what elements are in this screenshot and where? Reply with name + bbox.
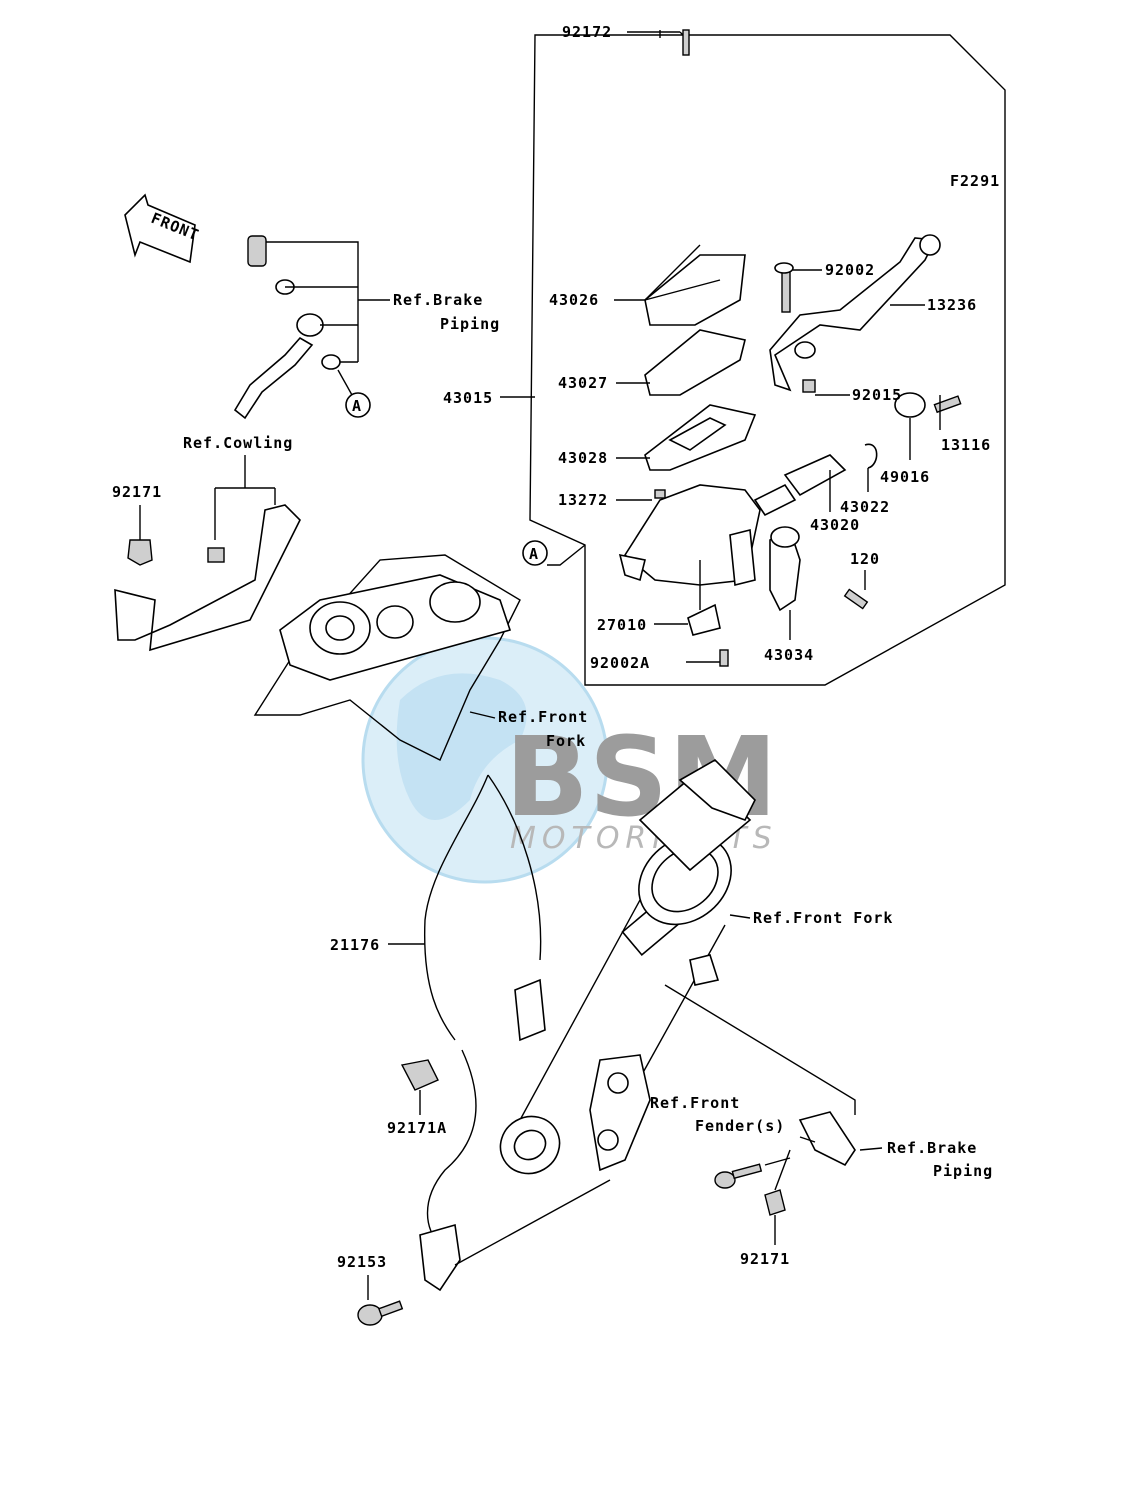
ref-brake-piping-bottom-2: Piping [933,1162,993,1180]
label-43020: 43020 [810,516,860,534]
label-92015: 92015 [852,386,902,404]
ref-cowling: Ref.Cowling [183,434,293,452]
ref-brake-piping-top-2: Piping [440,315,500,333]
master-cylinder-group: A [500,29,1006,686]
watermark-continent [396,673,527,820]
label-13116: 13116 [941,436,991,454]
label-27010: 27010 [597,616,647,634]
label-43028: 43028 [558,449,608,467]
ref-front-fender-a: Ref.Front [650,1094,740,1112]
bolt-92153-part [357,1300,404,1326]
ref-front-fork-2: Ref.Front Fork [753,909,893,927]
label-13272: 13272 [558,491,608,509]
label-49016: 49016 [880,468,930,486]
ref-front-fork-1-b: Fork [546,732,586,750]
clip-92171a-part [400,1059,439,1091]
label-43022: 43022 [840,498,890,516]
label-92153: 92153 [337,1253,387,1271]
diagram-code: F2291 [950,172,1000,190]
fender-bracket-group [664,984,856,1216]
cowling-bracket-part [114,504,301,652]
ref-front-fender-b: Fender(s) [695,1117,785,1135]
brake-piping-top-parts: A [233,235,390,420]
upper-triple-clamp [253,554,521,761]
label-43026: 43026 [549,291,599,309]
callout-a-top: A [352,397,362,415]
label-92002: 92002 [825,261,875,279]
label-43015: 43015 [443,389,493,407]
label-13236: 13236 [927,296,977,314]
label-92171-top: 92171 [112,483,162,501]
sensor-wire [419,774,546,1292]
label-92172: 92172 [562,23,612,41]
label-92171A: 92171A [387,1119,447,1137]
label-92002A: 92002A [590,654,650,672]
ref-brake-piping-top-1: Ref.Brake [393,291,483,309]
label-21176: 21176 [330,936,380,954]
label-43027: 43027 [558,374,608,392]
label-92171-bottom: 92171 [740,1250,790,1268]
front-fork-lower [499,759,756,1175]
label-120: 120 [850,550,880,568]
ref-front-fork-1-a: Ref.Front [498,708,588,726]
leader-lines-mc [614,31,941,663]
front-arrow-icon: FRONT [124,193,202,264]
callout-a-mid: A [529,545,539,563]
ref-brake-piping-bottom-1: Ref.Brake [887,1139,977,1157]
label-43034: 43034 [764,646,814,664]
